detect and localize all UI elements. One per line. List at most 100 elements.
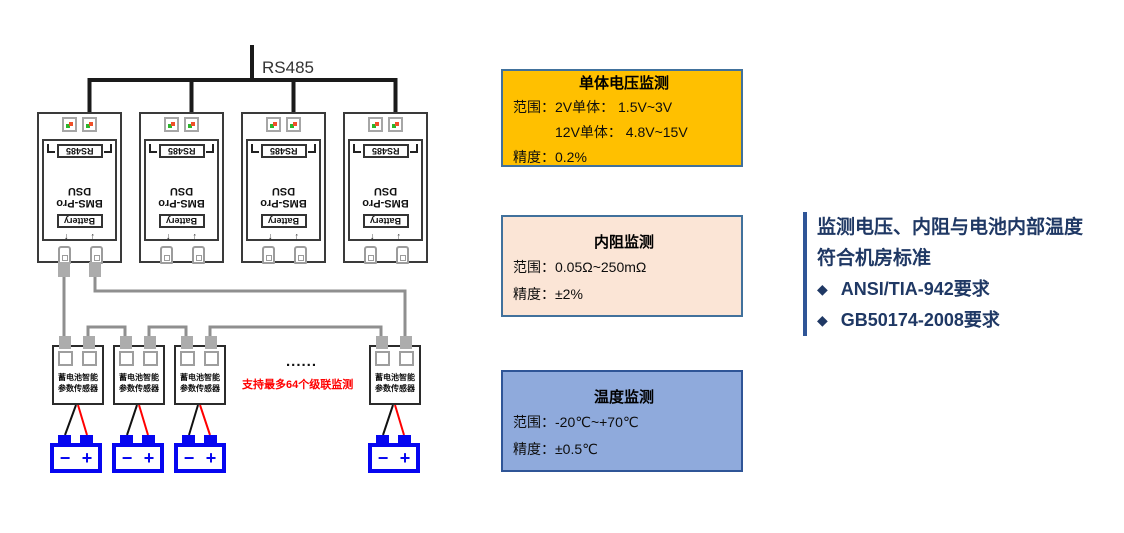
battery-1: −+ [50, 435, 102, 473]
up-arrow-icon: ↑ [396, 231, 402, 241]
sensor-plug [181, 336, 193, 349]
red-led-icon [171, 122, 175, 126]
card-line: 精度：±0.5℃ [513, 441, 598, 457]
up-arrow-icon: ↑ [90, 231, 96, 241]
output-port [396, 246, 409, 264]
device-faceplate: RS485 BMS-Pro DSU Battery ↓↑ [42, 139, 117, 241]
sensor3-sensor4-wire [208, 325, 383, 339]
sensor-plug [120, 336, 132, 349]
port-pin [367, 255, 374, 261]
io-arrows: ↓↑ [146, 231, 217, 241]
positive-lead [138, 404, 149, 436]
standards-heading: 监测电压、内阻与电池内部温度 [817, 217, 1084, 238]
battery-port-text: Battery [165, 216, 197, 226]
rs485-bus-line [87, 78, 398, 112]
bms-device-1: RS485 BMS-Pro DSU Battery ↓↑ [37, 112, 122, 264]
green-led-icon [392, 124, 396, 128]
rs485-port-label: RS485 [362, 144, 409, 158]
red-led-icon [69, 122, 73, 126]
led-indicator [184, 117, 199, 132]
io-arrows: ↓↑ [44, 231, 115, 241]
output-port [192, 246, 205, 264]
wire-mark-left [251, 144, 259, 153]
rs485-port-text: RS485 [269, 146, 298, 156]
io-arrows: ↓↑ [248, 231, 319, 241]
battery-2: −+ [112, 435, 164, 473]
sensor-plug [83, 336, 95, 349]
down-arrow-icon: ↓ [268, 231, 273, 241]
battery-terminal-negative [58, 435, 71, 444]
up-arrow-icon: ↑ [294, 231, 300, 241]
wire-mark-left [353, 144, 361, 153]
sensor-port [375, 351, 390, 366]
down-arrow-icon: ↓ [370, 231, 375, 241]
rs485-port-label: RS485 [260, 144, 307, 158]
cable-plug [89, 262, 101, 277]
standard-name: GB50174-2008要求 [840, 310, 1000, 330]
standards-bullet: ◆ GB50174-2008要求 [817, 305, 1124, 336]
battery-sensor-1: 蓄电池智能参数传感器 [52, 336, 104, 405]
sensor-plug [376, 336, 388, 349]
battery-terminal-positive [80, 435, 93, 444]
wire-mark-right [206, 144, 214, 153]
battery-4: −+ [368, 435, 420, 473]
led-indicator [266, 117, 281, 132]
sensor-plug [400, 336, 412, 349]
wire-mark-right [308, 144, 316, 153]
green-led-icon [168, 124, 172, 128]
green-led-icon [66, 124, 70, 128]
battery-port-label: Battery [260, 214, 307, 228]
diamond-bullet-icon: ◆ [817, 312, 828, 328]
led-indicator [164, 117, 179, 132]
voltage-monitoring-card: 单体电压监测 范围：2V单体： 1.5V~3V 12V单体： 4.8V~15V … [501, 69, 743, 167]
sensor-plug [205, 336, 217, 349]
device-faceplate: RS485 BMS-Pro DSU Battery ↓↑ [144, 139, 219, 241]
wire-mark-left [149, 144, 157, 153]
bms-device-4: RS485 BMS-Pro DSU Battery ↓↑ [343, 112, 428, 264]
card-line: 范围：0.05Ω~250mΩ [513, 259, 647, 275]
led-indicator [368, 117, 383, 132]
sensor2-sensor3-wire [147, 325, 188, 339]
device-name: BMS-Pro DSU [260, 185, 307, 209]
negative-lead [382, 404, 394, 436]
sensor-plug [59, 336, 71, 349]
sensor-port [58, 351, 73, 366]
bms-device-2: RS485 BMS-Pro DSU Battery ↓↑ [139, 112, 224, 264]
red-led-icon [191, 122, 195, 126]
battery-terminal-positive [204, 435, 217, 444]
battery-sensor-3: 蓄电池智能参数传感器 [174, 336, 226, 405]
rs485-port-label: RS485 [158, 144, 205, 158]
red-led-icon [89, 122, 93, 126]
port-pin [399, 255, 406, 261]
rs485-bus [87, 45, 398, 112]
output-port [294, 246, 307, 264]
battery-port-label: Battery [158, 214, 205, 228]
minus-symbol: − [183, 448, 195, 468]
green-led-icon [86, 124, 90, 128]
output-port [364, 246, 377, 264]
port-pin [297, 255, 304, 261]
sensor-port [82, 351, 97, 366]
led-indicator [286, 117, 301, 132]
card-line: 精度：±2% [513, 286, 583, 302]
sensor-label: 蓄电池智能参数传感器 [119, 373, 159, 393]
battery-port-label: Battery [56, 214, 103, 228]
standards-panel: 监测电压、内阻与电池内部温度 符合机房标准 ◆ ANSI/TIA-942要求 ◆… [803, 212, 1124, 336]
sensor-label: 蓄电池智能参数传感器 [375, 373, 415, 393]
output-port [262, 246, 275, 264]
battery-leads [64, 404, 405, 436]
port-pin [163, 255, 170, 261]
battery-port-text: Battery [369, 216, 401, 226]
diamond-bullet-icon: ◆ [817, 281, 828, 297]
battery-port-label: Battery [362, 214, 409, 228]
negative-lead [126, 404, 138, 436]
up-arrow-icon: ↑ [192, 231, 198, 241]
battery-port-text: Battery [63, 216, 95, 226]
green-led-icon [188, 124, 192, 128]
port-pin [93, 255, 100, 261]
port-pin [195, 255, 202, 261]
device-name: BMS-Pro DSU [158, 185, 205, 209]
card-title: 单体电压监测 [578, 75, 669, 92]
red-led-icon [375, 122, 379, 126]
